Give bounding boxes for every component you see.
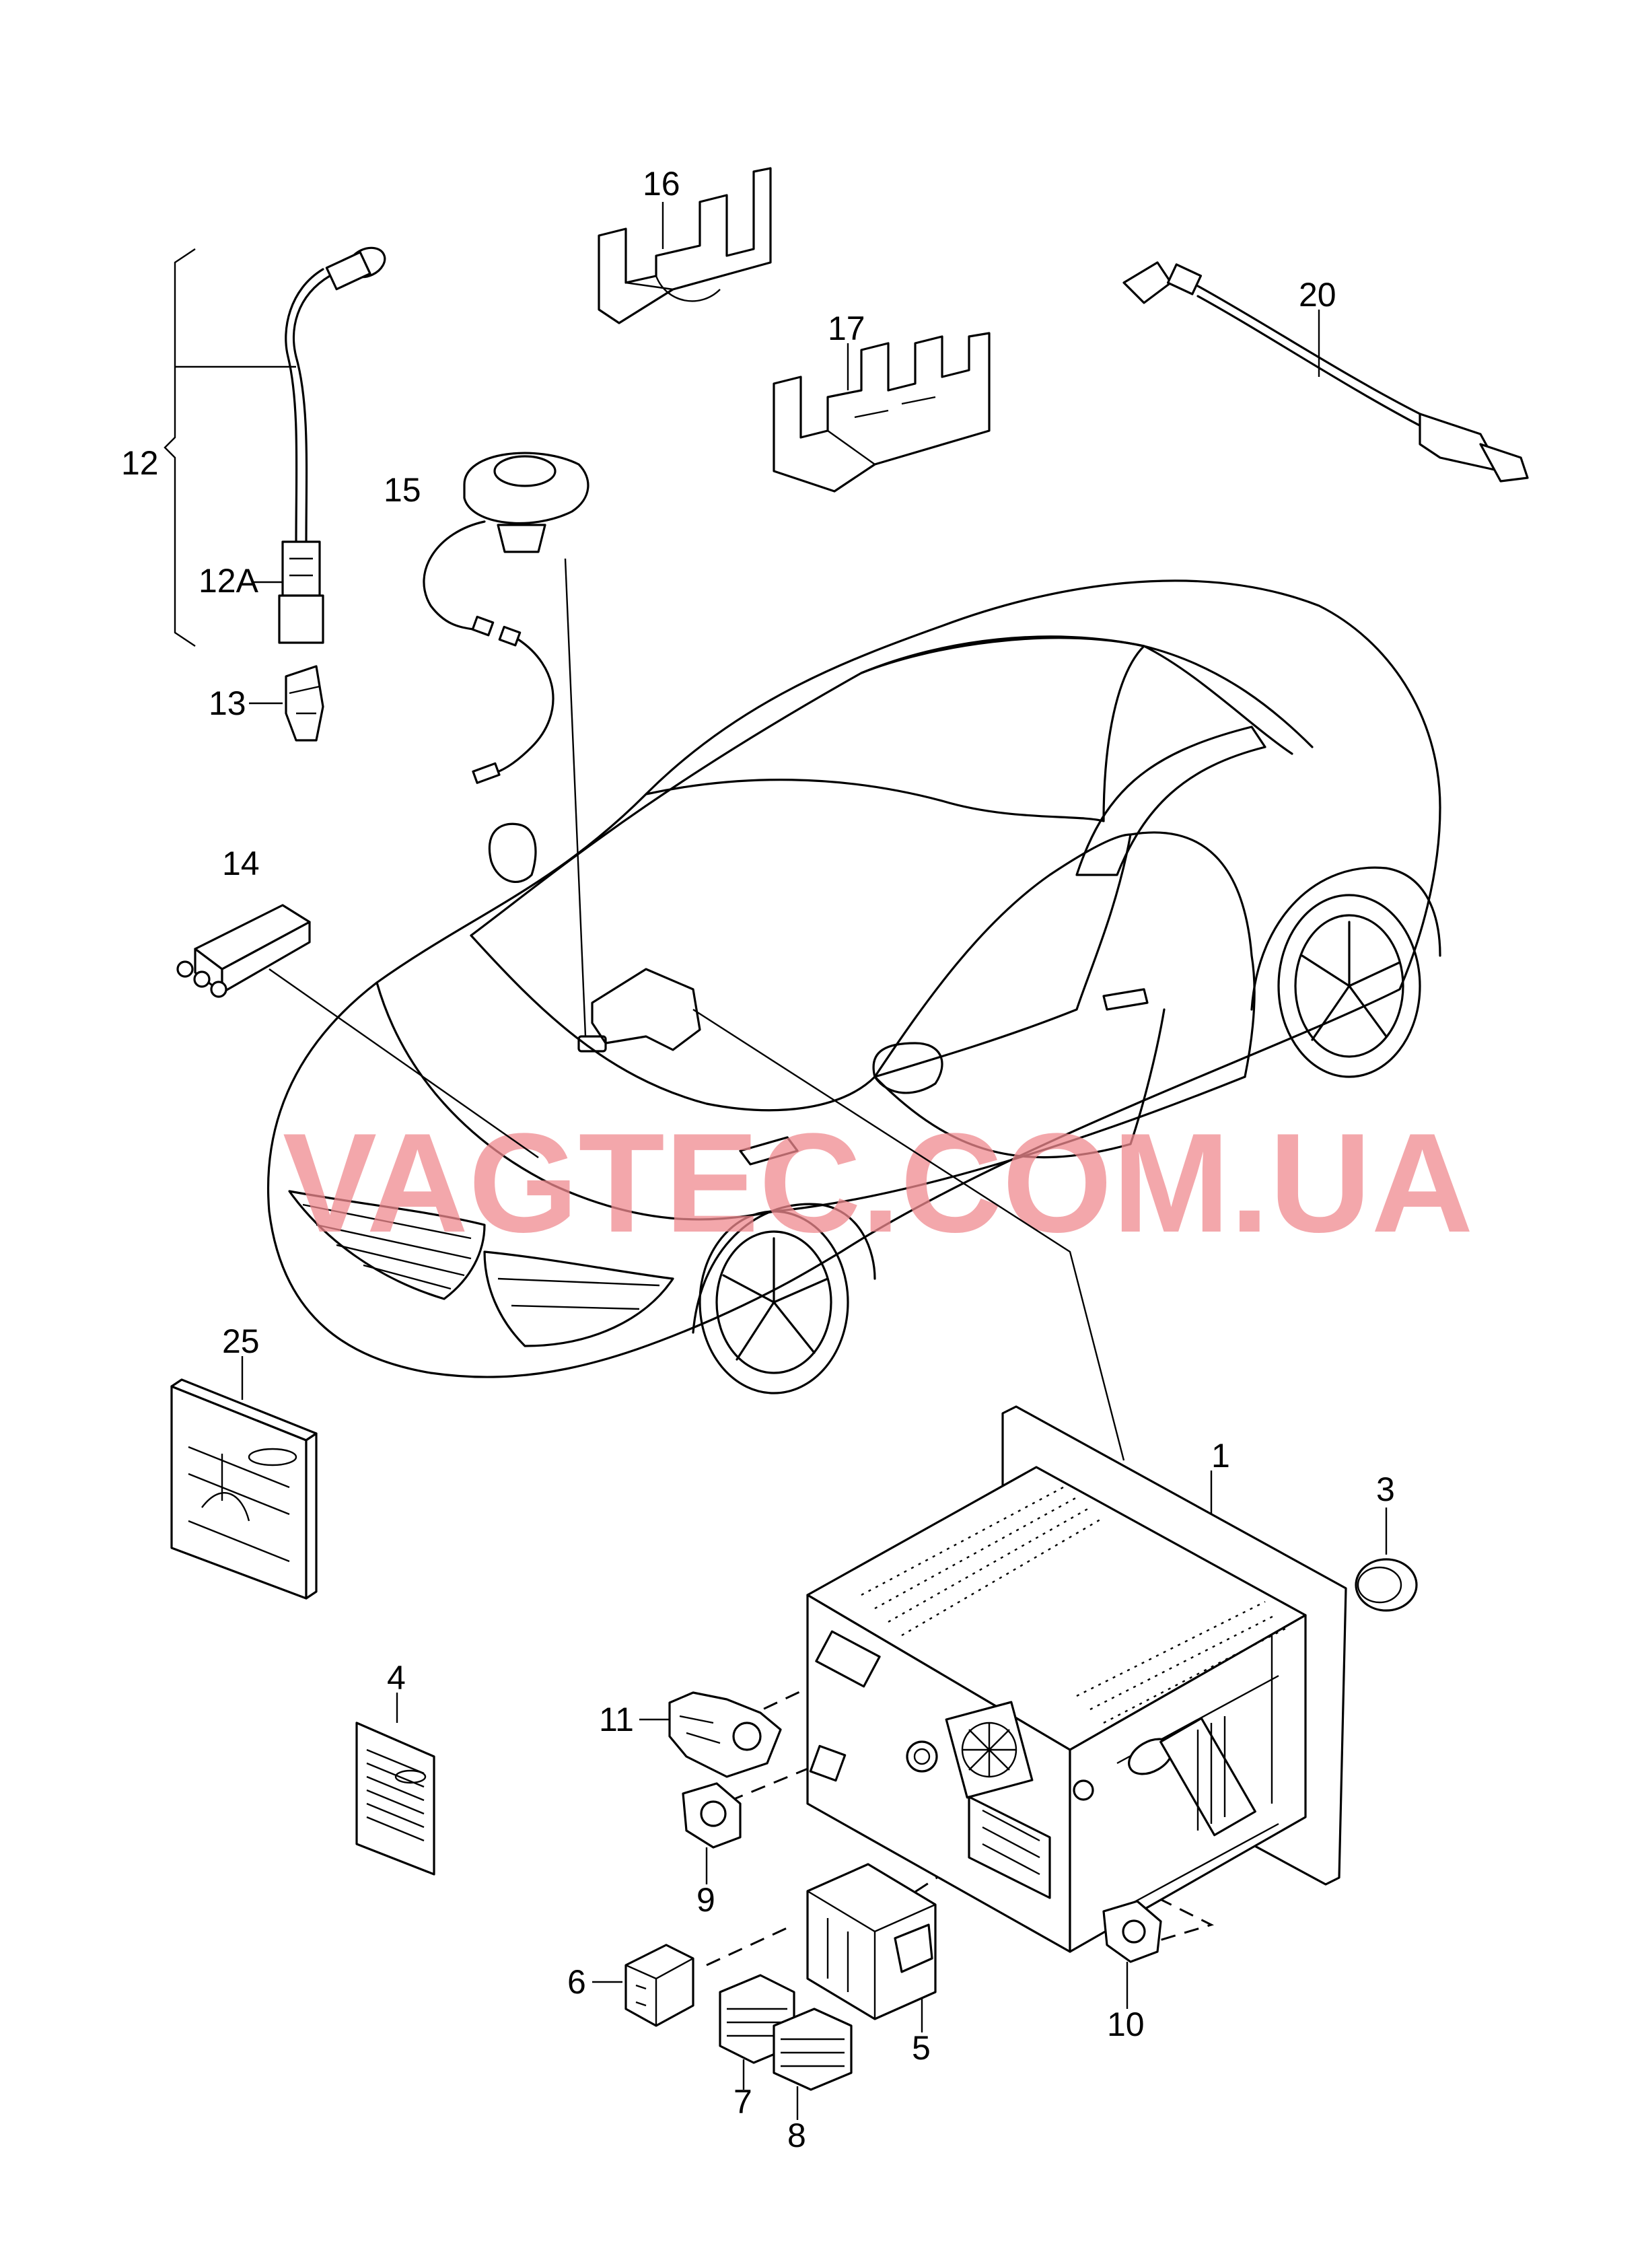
part-labels: 1 3 4 5 6 7 8 9 10 11 12 12A 13 14 15 16…: [121, 165, 1395, 2154]
part-10-connector: [1102, 1900, 1162, 1963]
label-4: 4: [387, 1659, 406, 1697]
part-25-label-sheet: [170, 1378, 318, 1600]
part-11-connector: [668, 1691, 782, 1778]
part-3-grommet: [1355, 1558, 1418, 1612]
label-3: 3: [1376, 1470, 1395, 1508]
label-7: 7: [733, 2083, 752, 2121]
label-15: 15: [384, 471, 421, 509]
part-13-connector: [285, 665, 324, 742]
label-25: 25: [222, 1322, 260, 1360]
label-12a: 12A: [199, 562, 259, 600]
car-illustration: [266, 579, 1441, 1394]
label-12: 12: [121, 444, 159, 482]
part-15-antenna: [423, 452, 589, 784]
label-11: 11: [599, 1701, 634, 1738]
label-14: 14: [222, 845, 260, 882]
part-20-cable: [1122, 261, 1529, 483]
label-20: 20: [1299, 276, 1336, 314]
part-9-connector: [682, 1782, 742, 1849]
label-6: 6: [567, 1963, 586, 2001]
label-10: 10: [1107, 2006, 1145, 2043]
label-8: 8: [787, 2117, 806, 2154]
part-14-module: [176, 904, 311, 998]
label-5: 5: [912, 2029, 931, 2067]
part-5-housing: [806, 1863, 937, 2020]
label-9: 9: [696, 1881, 715, 1919]
leader-lines: [164, 202, 1388, 2120]
part-17-bracket: [773, 332, 991, 493]
part-1-radio-unit: [806, 1405, 1347, 1953]
label-13: 13: [209, 684, 246, 722]
part-16-bracket: [598, 167, 772, 324]
part-8-connector: [773, 2008, 853, 2091]
part-6-connector: [624, 1944, 694, 2027]
label-17: 17: [828, 310, 865, 347]
part-4-document: [355, 1722, 435, 1876]
watermark-text: VAGTEC.COM.UA: [283, 1104, 1473, 1262]
label-1: 1: [1211, 1437, 1230, 1475]
label-16: 16: [643, 165, 680, 203]
part-12-cable: [278, 246, 386, 644]
